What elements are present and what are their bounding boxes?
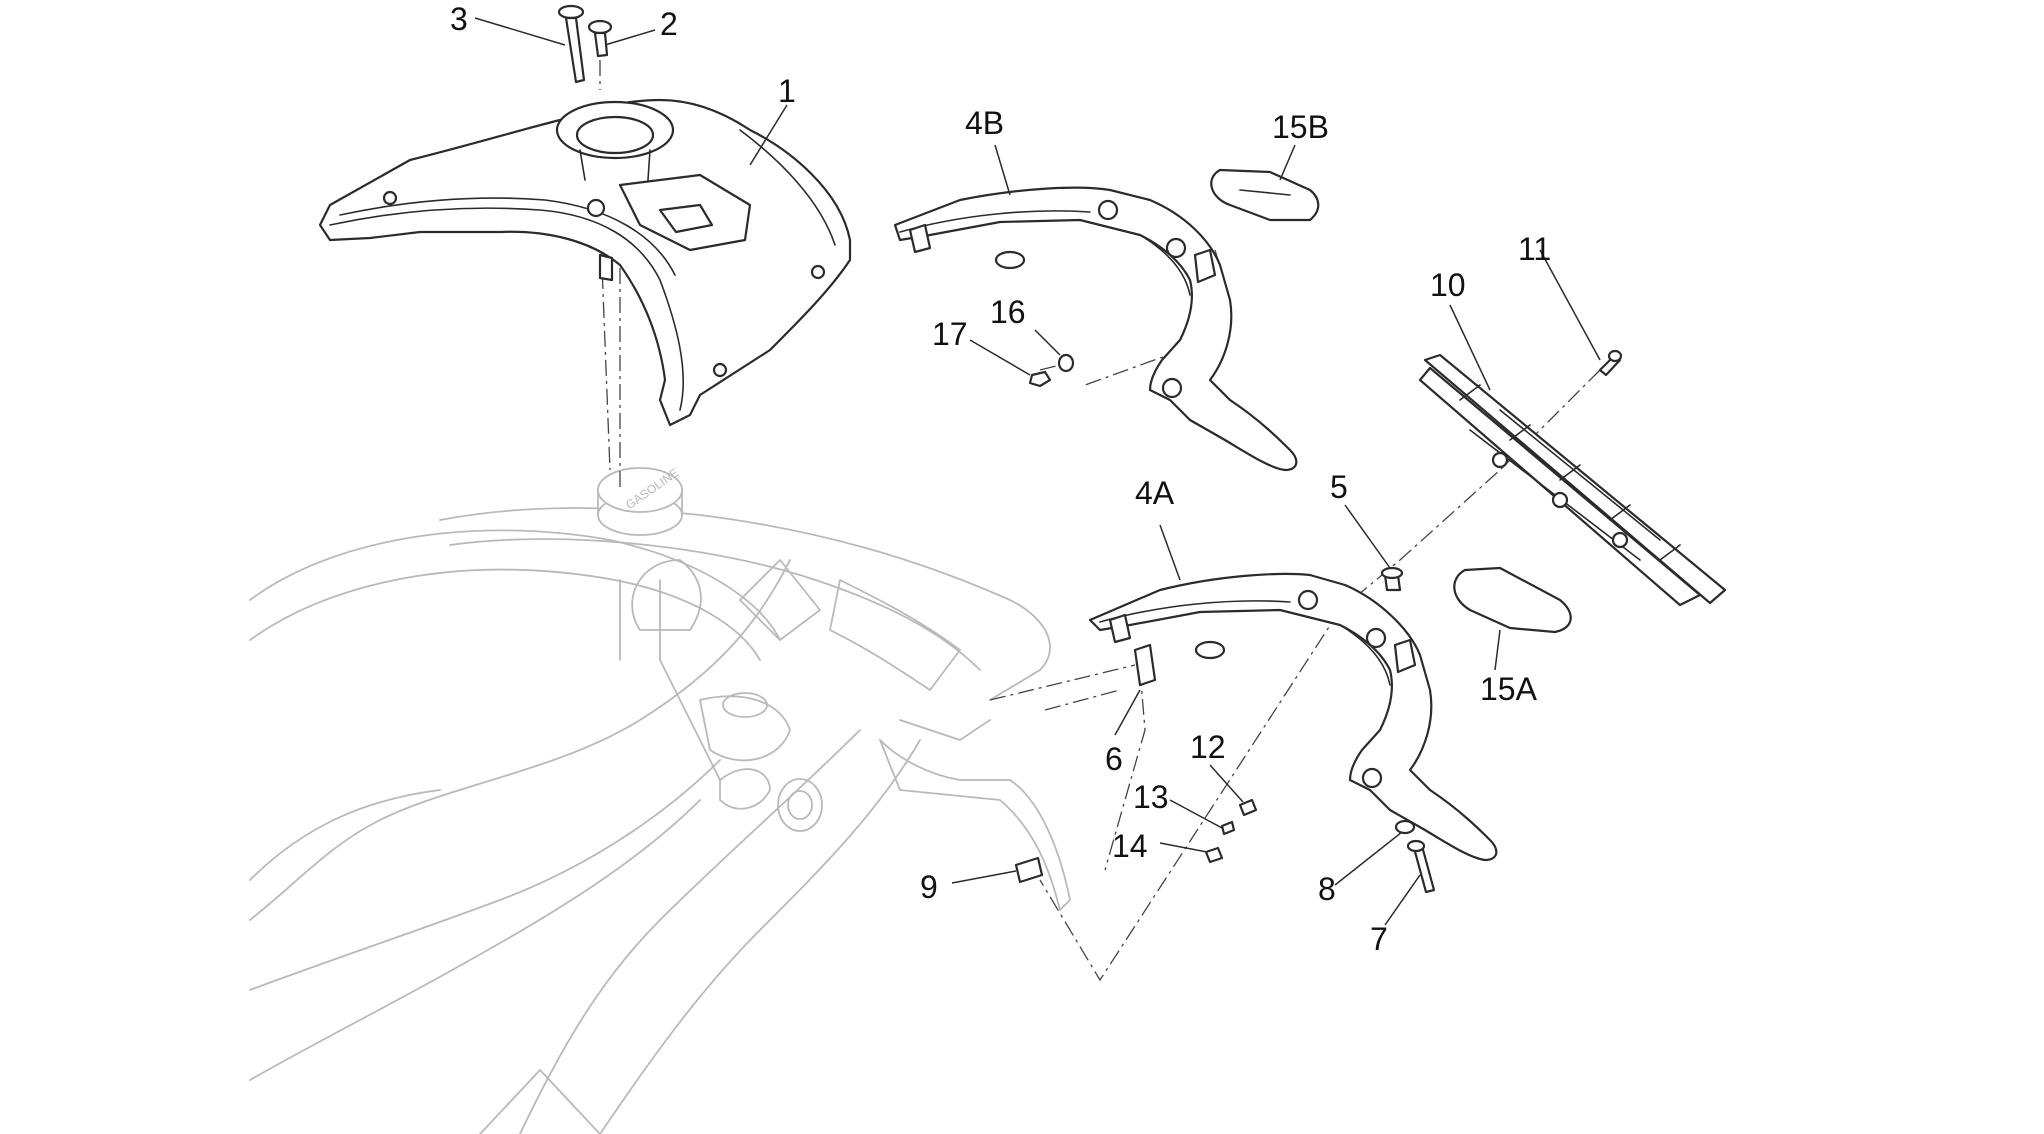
callout-12: 12 — [1190, 729, 1226, 765]
part-13-pin — [1220, 820, 1236, 836]
callout-15b: 15B — [1272, 109, 1329, 145]
callout-11: 11 — [1518, 231, 1551, 267]
callout-13: 13 — [1133, 779, 1169, 815]
callout-10: 10 — [1430, 267, 1466, 303]
callout-9: 9 — [920, 869, 938, 905]
callout-17: 17 — [932, 316, 968, 352]
callout-8: 8 — [1318, 871, 1336, 907]
part-14-cap — [1204, 846, 1224, 864]
part-17-nut — [1028, 370, 1052, 388]
part-7-screw — [1406, 839, 1436, 894]
part-15b-reflector-upper — [1210, 168, 1320, 222]
callout-15a: 15A — [1480, 671, 1538, 707]
fuel-cap-background: GASOLINE — [597, 465, 683, 536]
part-4b-mudguard-upper — [893, 186, 1298, 472]
callout-4a: 4A — [1135, 475, 1175, 511]
callout-7: 7 — [1370, 921, 1388, 957]
part-1-rear-cover — [318, 98, 852, 427]
part-15a-reflector-lower — [1453, 566, 1572, 634]
part-10-plate-holder — [1418, 353, 1727, 607]
callout-16: 16 — [990, 294, 1026, 330]
part-9-clip — [1014, 856, 1044, 884]
callout-3: 3 — [450, 1, 468, 37]
part-2-short-screw — [587, 19, 613, 58]
callout-5: 5 — [1330, 469, 1348, 505]
part-8-washer — [1394, 819, 1416, 835]
callout-14: 14 — [1112, 828, 1148, 864]
leader-lines — [474, 17, 1601, 926]
callout-1: 1 — [778, 73, 796, 109]
callout-4b: 4B — [965, 105, 1004, 141]
callout-2: 2 — [660, 6, 678, 42]
callout-6: 6 — [1105, 741, 1123, 777]
scooter-frame — [249, 507, 1071, 1134]
part-3-long-screw — [557, 4, 586, 84]
part-11-screw — [1598, 349, 1623, 377]
part-4a-mudguard-lower — [1088, 572, 1498, 862]
part-5-bolt — [1380, 566, 1404, 592]
part-16-washer — [1057, 353, 1075, 373]
part-12-spring — [1238, 798, 1258, 817]
callout-labels: 3 2 1 4B 15B 16 17 11 10 4A 5 15A 6 12 1… — [450, 1, 1551, 957]
part-6-clip — [1133, 643, 1157, 687]
